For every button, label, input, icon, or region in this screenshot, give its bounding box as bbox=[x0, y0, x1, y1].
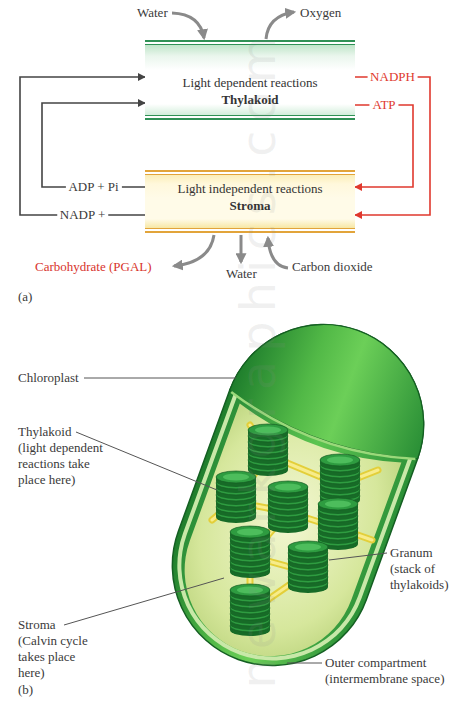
input-arrow bbox=[172, 13, 204, 38]
watermark: newarkgraphics.com bbox=[232, 27, 284, 688]
flow-arrow bbox=[355, 77, 430, 215]
molecule-label: ADP + Pi bbox=[65, 179, 121, 195]
molecule-label: NADP + bbox=[57, 207, 109, 223]
leader-line bbox=[329, 553, 387, 560]
part-name: Thylakoid bbox=[18, 424, 71, 440]
part-note: (light dependent reactions take place he… bbox=[18, 440, 114, 488]
part-name: Chloroplast bbox=[18, 370, 79, 386]
output-label: Oxygen bbox=[300, 5, 341, 21]
part-name: Outer compartment bbox=[325, 655, 426, 671]
output-arrow bbox=[174, 235, 214, 266]
chloroplast-body bbox=[144, 296, 452, 693]
part-name: Granum bbox=[390, 545, 433, 561]
part-name: Stroma bbox=[18, 617, 56, 633]
input-label: Water bbox=[137, 5, 168, 21]
leader-line bbox=[84, 378, 236, 379]
leader-line bbox=[64, 578, 224, 625]
flow-arrow bbox=[20, 77, 145, 215]
part-note: (intermembrane space) bbox=[325, 671, 444, 687]
granum-stack bbox=[318, 498, 358, 550]
panel-letter: (a) bbox=[18, 289, 32, 305]
leader-lines bbox=[64, 378, 387, 663]
leader-line bbox=[287, 663, 322, 664]
molecule-label: NADPH bbox=[367, 69, 418, 85]
molecule-label: ATP bbox=[369, 97, 398, 113]
flow-arrow bbox=[355, 105, 413, 187]
product-label: Carbohydrate (PGAL) bbox=[35, 259, 152, 275]
granum-stack bbox=[288, 541, 328, 593]
part-note: (stack of thylakoids) bbox=[390, 561, 462, 593]
part-note: (Calvin cycle takes place here) bbox=[18, 633, 98, 681]
outer-membrane bbox=[144, 296, 452, 693]
panel-letter: (b) bbox=[18, 682, 33, 698]
input-label: Carbon dioxide bbox=[292, 259, 373, 275]
flow-arrow bbox=[42, 103, 145, 187]
